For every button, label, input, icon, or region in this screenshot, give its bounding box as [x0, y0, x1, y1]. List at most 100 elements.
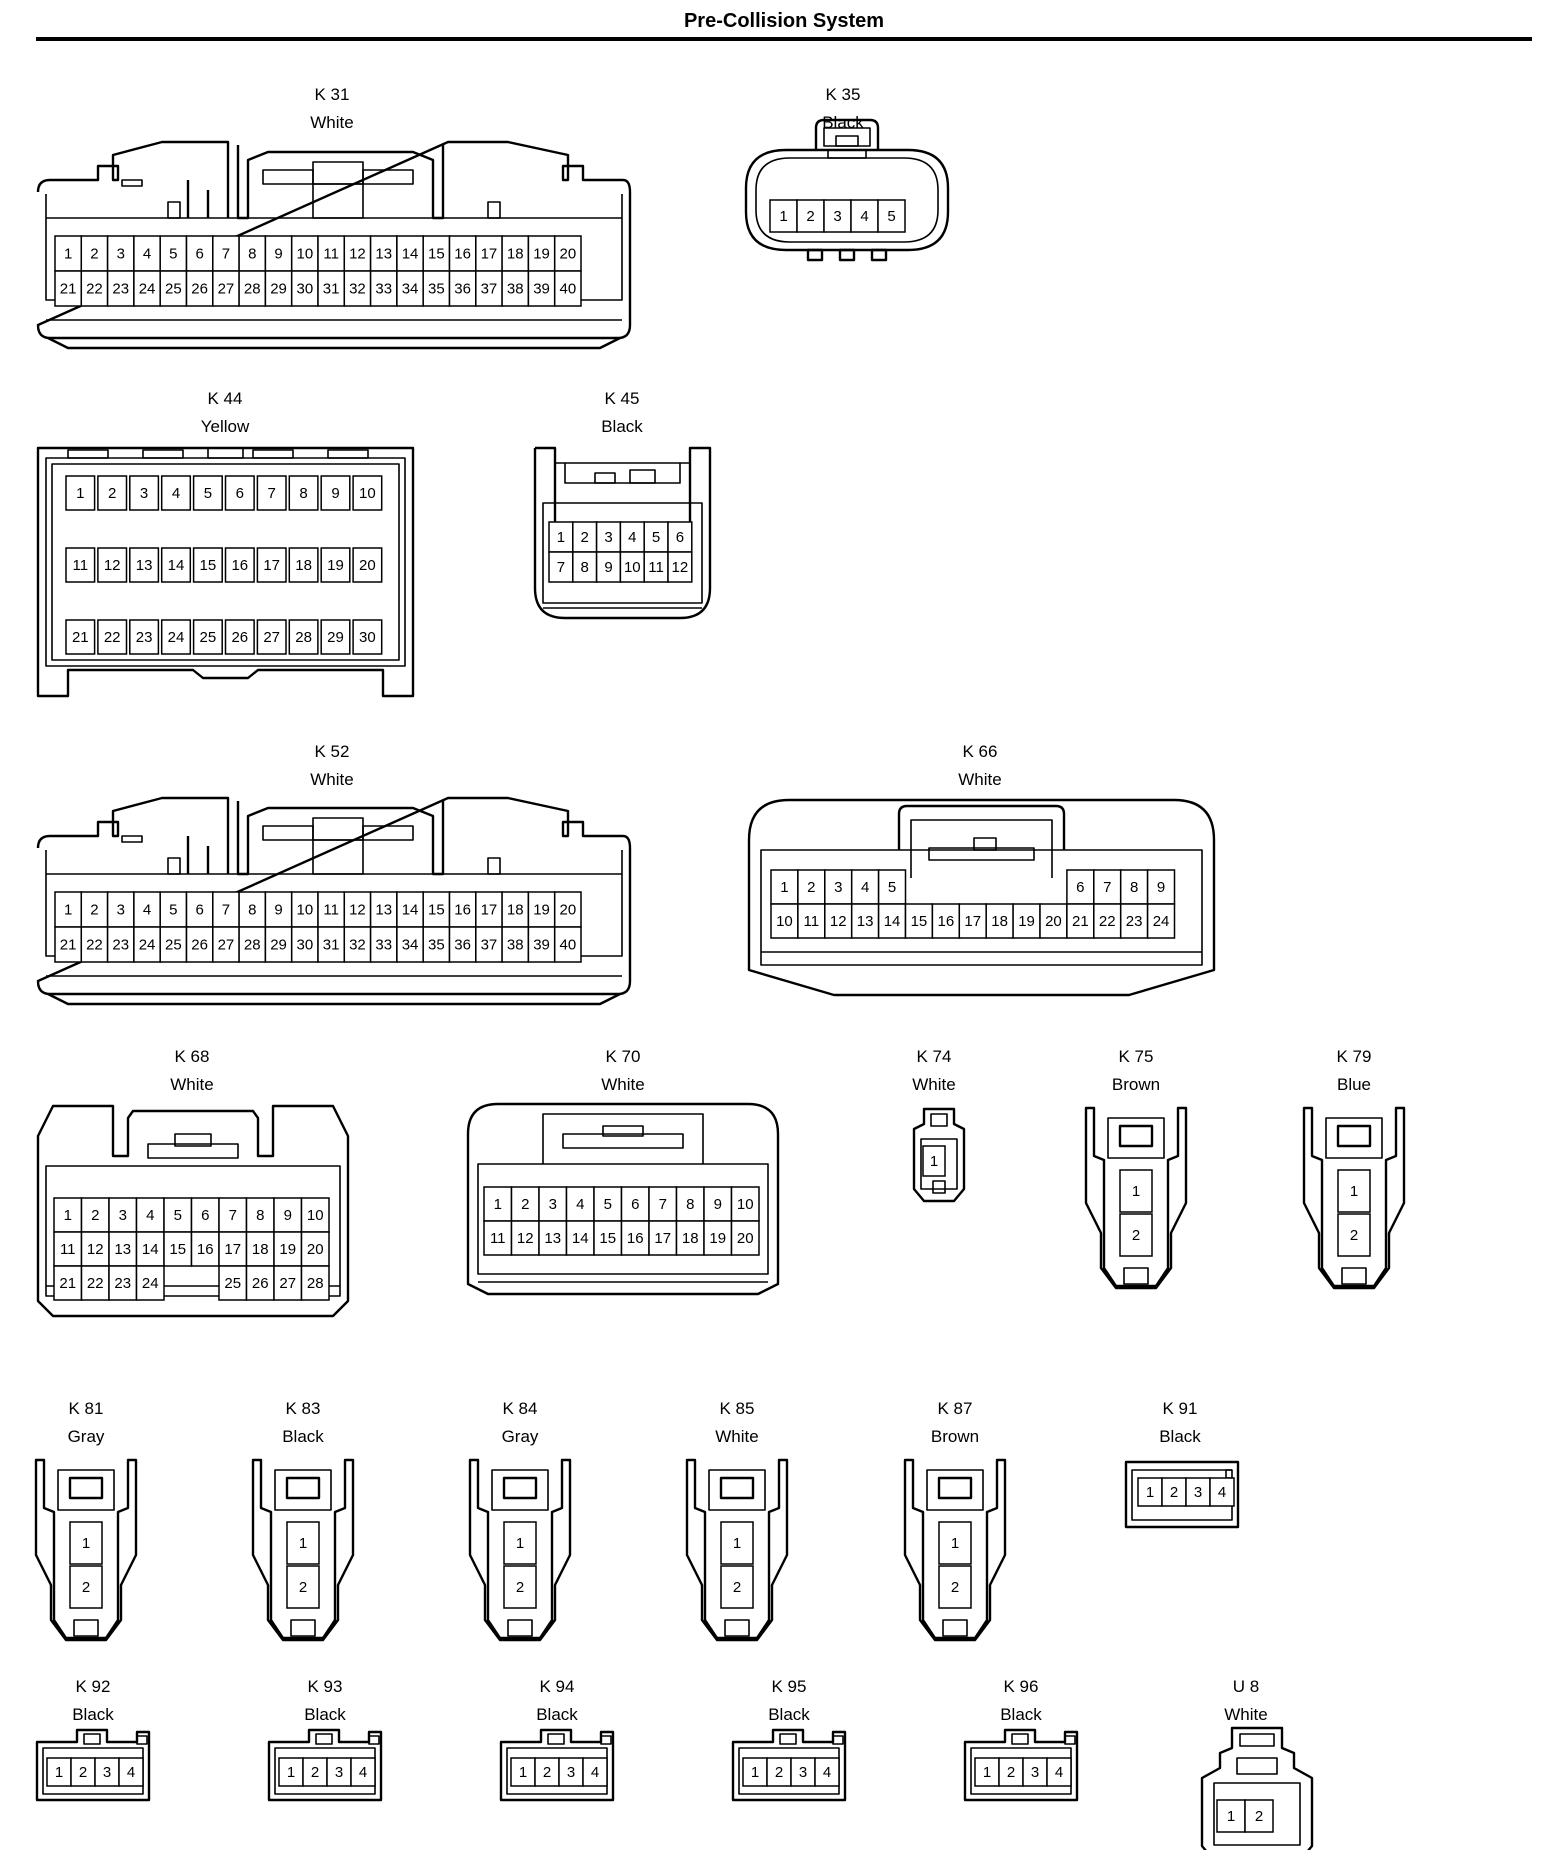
pin-cell	[224, 475, 255, 511]
pin-number: 19	[1018, 913, 1035, 930]
pin-cell	[850, 199, 879, 233]
pin-number: 2	[299, 1579, 307, 1596]
pin-number: 17	[481, 902, 498, 919]
pin-number: 20	[737, 1230, 754, 1247]
housing-outline	[36, 796, 230, 874]
pin-number: 34	[402, 937, 419, 954]
connector-id-label: K 81	[69, 1399, 104, 1418]
pin-number: 14	[884, 913, 901, 930]
pin-number: 5	[174, 1207, 182, 1224]
connector-color-label: Black	[304, 1705, 346, 1724]
pin-number: 2	[90, 246, 98, 263]
connector-id-label: K 74	[917, 1047, 952, 1066]
pin-cell	[97, 619, 128, 655]
pin-number: 6	[195, 246, 203, 263]
connector-id-label: K 95	[772, 1677, 807, 1696]
housing-detail	[932, 1180, 946, 1194]
housing-outline	[897, 804, 1066, 850]
pin-number: 22	[104, 629, 121, 646]
pin-cell	[65, 619, 96, 655]
pin-number: 2	[806, 208, 814, 225]
pin-number: 2	[1170, 1484, 1178, 1501]
pin-cell	[80, 270, 109, 307]
pin-number: 1	[951, 1535, 959, 1552]
pin-cell	[558, 1757, 584, 1787]
housing-detail	[1064, 1735, 1076, 1745]
housing-outline	[814, 118, 880, 150]
pin-number: 17	[964, 913, 981, 930]
pin-number: 4	[146, 1207, 154, 1224]
pin-number: 7	[268, 485, 276, 502]
pin-number: 20	[359, 557, 376, 574]
pin-cell	[553, 270, 582, 307]
housing-outline	[251, 1458, 355, 1642]
pin-number: 8	[1130, 879, 1138, 896]
connector-id-label: K 66	[963, 742, 998, 761]
pin-number: 10	[359, 485, 376, 502]
housing-detail	[68, 1476, 104, 1500]
housing-detail	[487, 201, 501, 219]
pin-number: 8	[248, 246, 256, 263]
pin-number: 29	[270, 937, 287, 954]
pin-number: 3	[103, 1764, 111, 1781]
connector-color-label: Black	[768, 1705, 810, 1724]
pin-number: 1	[751, 1764, 759, 1781]
pin-cell	[790, 1757, 816, 1787]
pin-number: 27	[218, 937, 235, 954]
pin-cell	[212, 891, 240, 928]
pin-number: 12	[104, 557, 121, 574]
pin-cell	[667, 551, 693, 583]
housing-detail	[312, 183, 364, 219]
pin-number: 1	[1146, 1484, 1154, 1501]
pin-number: 21	[1072, 913, 1089, 930]
pin-number: 30	[297, 281, 314, 298]
pin-cell	[192, 547, 223, 583]
pin-number: 26	[191, 937, 208, 954]
housing-detail	[1239, 1733, 1275, 1747]
pin-cell	[369, 235, 398, 272]
pin-cell	[1046, 1757, 1072, 1787]
pin-cell	[300, 1197, 330, 1233]
pin-number: 25	[200, 629, 217, 646]
pin-cell	[352, 475, 383, 511]
housing-detail	[167, 201, 181, 219]
pin-number: 25	[224, 1275, 241, 1292]
pin-cell	[80, 235, 109, 272]
pin-cell	[224, 547, 255, 583]
pin-number: 16	[627, 1230, 644, 1247]
pin-number: 24	[142, 1275, 159, 1292]
pin-number: 2	[516, 1579, 524, 1596]
connector-id-label: K 45	[605, 389, 640, 408]
connector-id-label: K 93	[308, 1677, 343, 1696]
housing-detail	[147, 1143, 239, 1159]
housing-detail	[835, 135, 859, 147]
housing-detail	[285, 1476, 321, 1500]
pin-cell	[65, 475, 96, 511]
pin-cell	[448, 235, 477, 272]
pin-cell	[97, 547, 128, 583]
housing-detail	[252, 449, 294, 459]
pin-cell	[160, 547, 192, 583]
pin-number: 3	[549, 1196, 557, 1213]
connector-color-label: White	[310, 770, 353, 789]
housing-detail	[937, 1476, 973, 1500]
pin-number: 14	[168, 557, 185, 574]
pin-number: 1	[1132, 1183, 1140, 1200]
pin-number: 12	[517, 1230, 534, 1247]
pin-cell	[106, 926, 135, 963]
housing-detail	[262, 169, 314, 185]
pin-number: 11	[323, 902, 339, 919]
pin-number: 12	[830, 913, 847, 930]
pin-number: 15	[599, 1230, 616, 1247]
housing-detail	[57, 1469, 115, 1511]
pin-number: 17	[481, 246, 498, 263]
pin-number: 35	[428, 937, 445, 954]
pin-number: 11	[323, 246, 339, 263]
pin-number: 13	[136, 557, 153, 574]
pin-cell	[264, 270, 293, 307]
pin-number: 22	[86, 937, 103, 954]
